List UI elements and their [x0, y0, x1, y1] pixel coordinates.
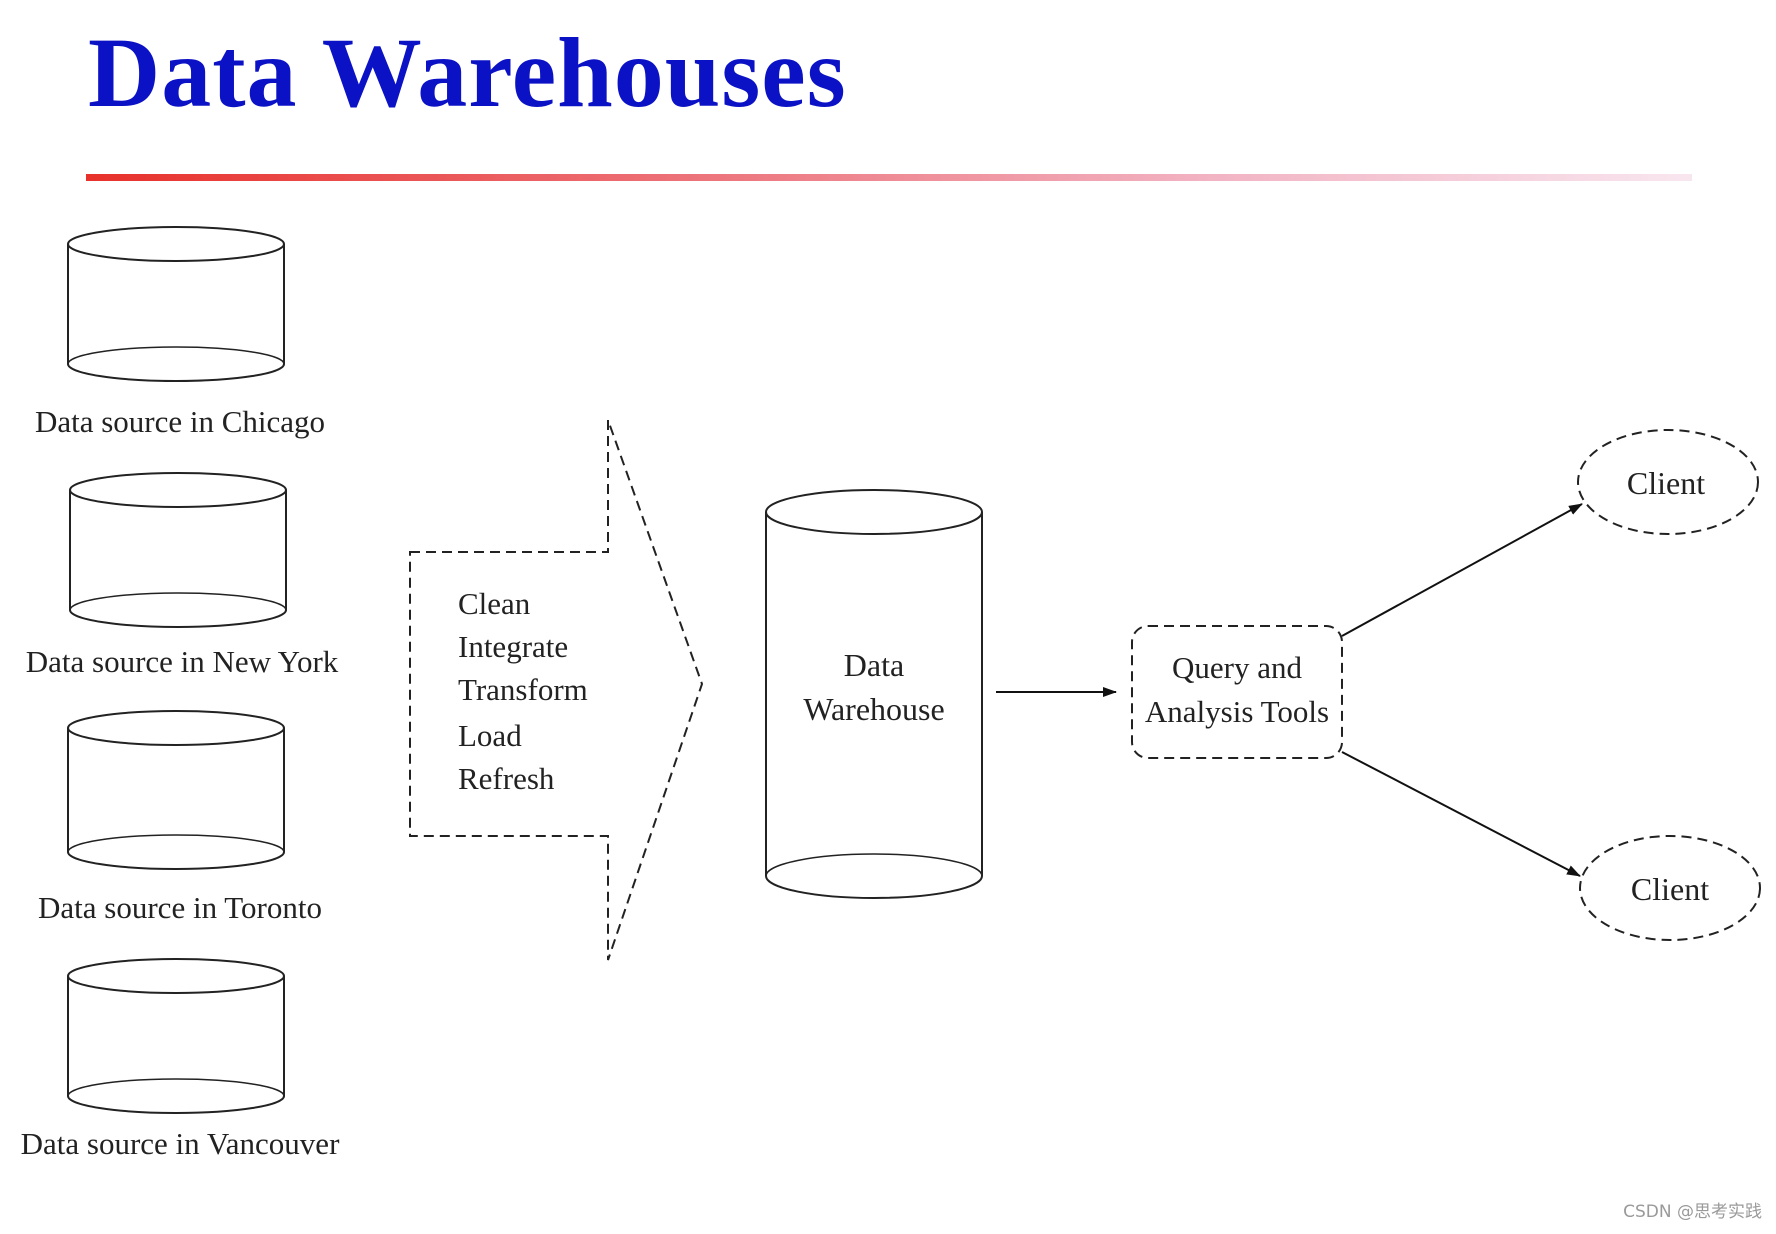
client-2-label: Client [1631, 871, 1709, 907]
etl-step-clean: Clean [458, 586, 531, 621]
client-1-label: Client [1627, 465, 1705, 501]
query-analysis-tools-box: Query and Analysis Tools [1131, 625, 1343, 759]
source-label-3: Data source in Toronto [38, 890, 322, 925]
source-cylinder-4: Data source in Vancouver [21, 958, 340, 1161]
client-1: Client [1577, 429, 1759, 535]
warehouse-label-line2: Warehouse [803, 691, 944, 727]
source-cylinder-2: Data source in New York [26, 472, 339, 679]
page-title: Data Warehouses [88, 17, 847, 128]
etl-step-integrate: Integrate [458, 629, 568, 664]
etl-step-refresh: Refresh [458, 761, 555, 796]
tools-label-line2: Analysis Tools [1145, 694, 1329, 729]
source-label-4: Data source in Vancouver [21, 1126, 340, 1161]
client-2: Client [1579, 835, 1761, 941]
etl-step-transform: Transform [458, 672, 588, 707]
source-label-2: Data source in New York [26, 644, 339, 679]
source-cylinder-1: Data source in Chicago [35, 226, 325, 439]
tools-to-client-2-arrow [1341, 751, 1581, 877]
csdn-watermark: CSDN @思考实践 [1623, 1202, 1762, 1222]
tools-to-client-1-arrow [1341, 503, 1583, 637]
title-underline [86, 174, 1692, 181]
data-warehouse-cylinder: Data Warehouse [765, 489, 983, 899]
source-cylinder-3: Data source in Toronto [38, 710, 322, 925]
tools-label-line1: Query and [1172, 650, 1302, 685]
source-label-1: Data source in Chicago [35, 404, 325, 439]
etl-process-arrow [409, 419, 704, 961]
etl-step-load: Load [458, 718, 522, 753]
warehouse-label-line1: Data [844, 647, 904, 683]
